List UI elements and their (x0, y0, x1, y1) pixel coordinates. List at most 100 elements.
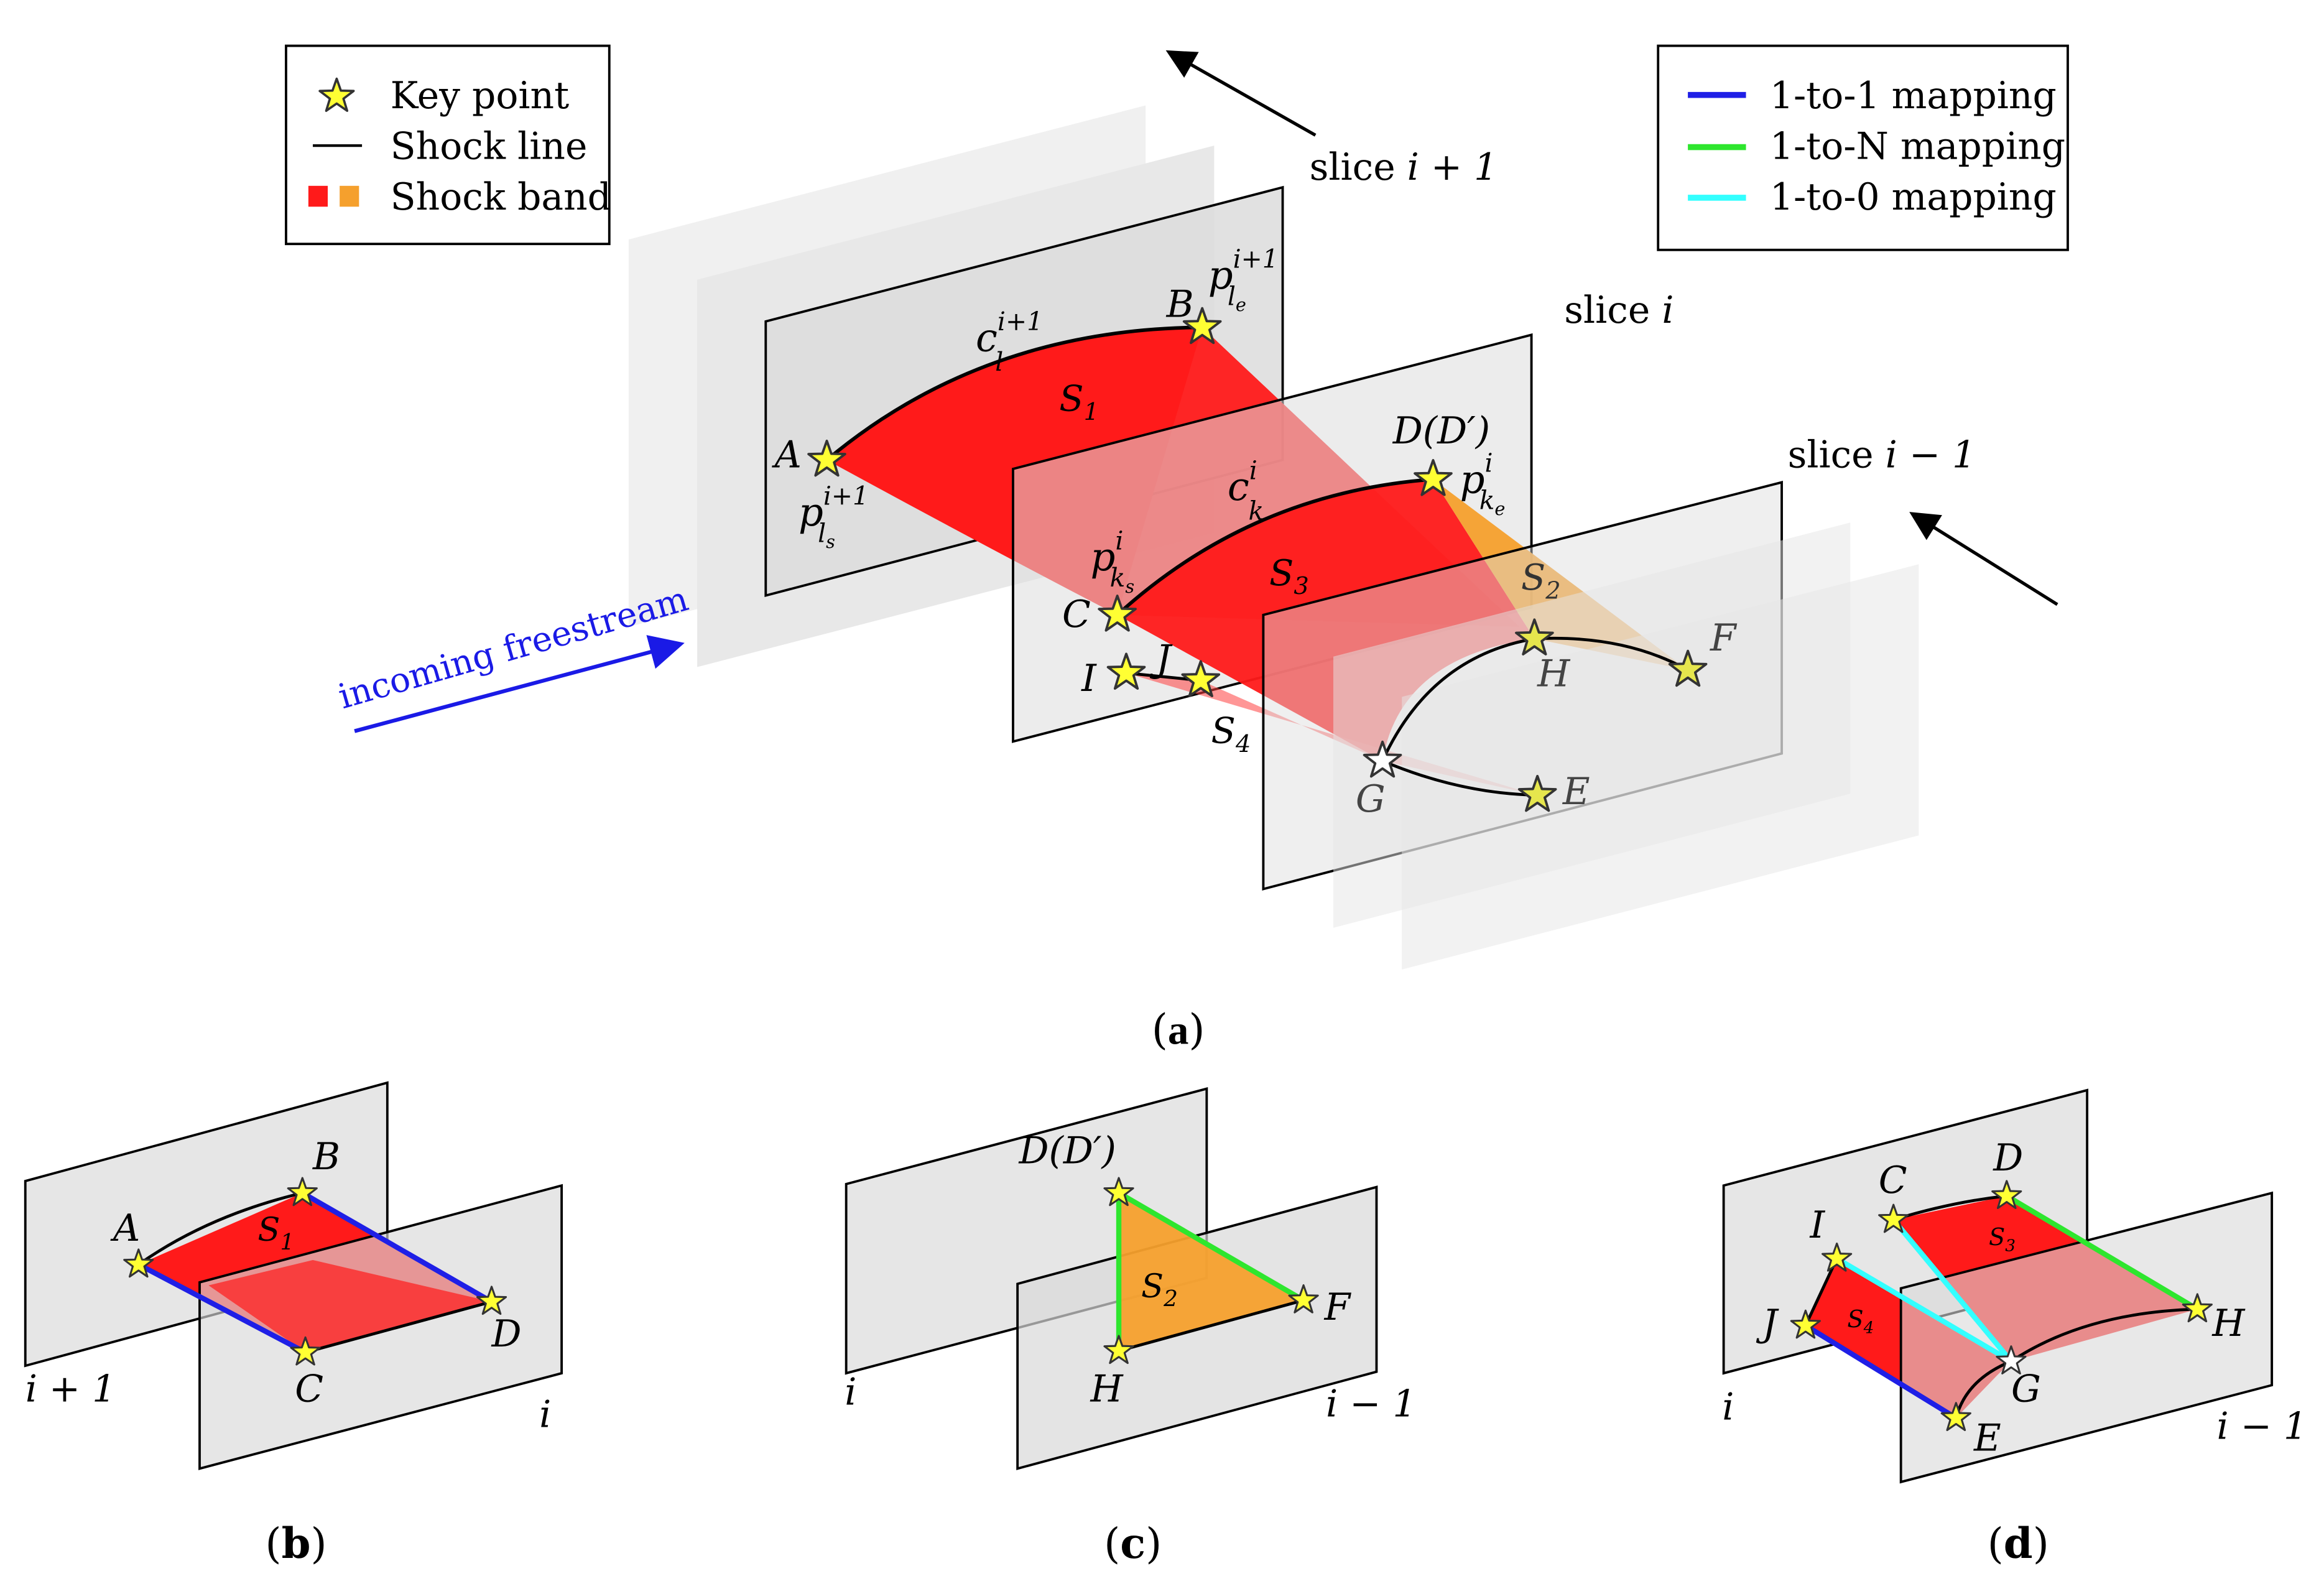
caption-a: (a) (1152, 1006, 1205, 1054)
freestream-label: incoming freestream (334, 578, 693, 716)
square-pair-icon (308, 185, 359, 207)
label-d: D(D′) (1392, 409, 1490, 453)
mapping-line-bd (301, 1190, 493, 1304)
point-label-p-le-base: p (1208, 253, 1233, 298)
caption-d-close: ) (2033, 1519, 2049, 1568)
band-label-s2-base: S (1521, 557, 1545, 598)
slice-label-b-front: i (539, 1393, 551, 1436)
slice-label-next-value: i + 1 (1407, 146, 1498, 189)
point-label-p-ks-subsub: s (1125, 576, 1134, 597)
point-label-p-ks-base: p (1091, 534, 1116, 580)
slice-label-prev-value: i − 1 (1886, 433, 1976, 477)
shock-line-g-e (1382, 759, 1538, 797)
panel-d: C D I J H G E S3 S4 i i − 1 (d) (1722, 1088, 2307, 1568)
shock-band-s1-b-front (208, 1259, 492, 1353)
band-label-s3: S3 (1269, 552, 1309, 600)
shock-line-gh-d (2010, 1307, 2198, 1363)
mapping-line-dh-d (2005, 1193, 2199, 1312)
point-label-p-ks-sup: i (1115, 526, 1123, 555)
caption-c-letter: c (1120, 1519, 1146, 1568)
shock-line-c-k (1116, 477, 1433, 616)
shock-line-c-l (825, 325, 1203, 461)
caption-d-open: ( (1988, 1519, 2004, 1568)
caption-d: (d) (1988, 1519, 2049, 1568)
curve-label-c-k-sub: k (1248, 496, 1264, 526)
curve-label-c-l-sub: l (995, 347, 1003, 377)
band-label-s3-d: S3 (1989, 1223, 2016, 1256)
label-d-b: D (491, 1312, 522, 1356)
slice-label-next-prefix: slice (1310, 146, 1407, 189)
label-b-b: B (312, 1135, 340, 1179)
band-label-s2: S2 (1521, 557, 1561, 605)
slice-label-current-prefix: slice (1564, 289, 1662, 332)
label-f: F (1710, 616, 1738, 660)
slice-label-current: slice i (1564, 289, 1674, 332)
band-label-s2-sub: 2 (1545, 577, 1560, 605)
label-c-d: C (1879, 1159, 1907, 1202)
red-square-icon (308, 185, 328, 207)
point-label-p-ks-sub: k (1110, 563, 1126, 593)
legend-item-shock-line: Shock line (391, 125, 588, 169)
label-c: C (1062, 593, 1091, 636)
slice-label-d-back: i (1722, 1385, 1734, 1429)
slice-label-next: slice i + 1 (1310, 146, 1498, 189)
caption-a-letter: a (1168, 1007, 1189, 1054)
band-label-s3-d-base: S (1989, 1223, 2005, 1251)
slice-label-c-front: i − 1 (1326, 1382, 1416, 1425)
slice-direction-arrow (1165, 50, 1317, 137)
legend-left: Key point Shock line Shock band (285, 44, 611, 246)
label-h-c: H (1090, 1368, 1124, 1411)
curve-label-c-k-base: c (1228, 464, 1249, 509)
panel-c: D(D′) F H S2 i i − 1 (c) (845, 1087, 1416, 1568)
band-label-s2-c-sub: 2 (1163, 1286, 1178, 1312)
shock-line-ij-d (1804, 1258, 1838, 1327)
point-label-p-le: pi+1 le (1208, 244, 1279, 315)
caption-c: (c) (1104, 1519, 1162, 1568)
curve-label-c-l-sup: i+1 (998, 307, 1043, 336)
mapping-line-cg (1891, 1218, 2014, 1363)
band-label-s1-b-sub: 1 (280, 1230, 295, 1255)
label-h: H (1537, 652, 1571, 696)
legend-item-1to0: 1-to-0 mapping (1770, 175, 2057, 219)
legend-item-shock-band: Shock band (391, 175, 611, 219)
slice-label-c-back: i (845, 1370, 856, 1414)
point-label-p-ls-sub: l (818, 518, 826, 548)
label-i-d: I (1810, 1203, 1826, 1247)
mapping-line-ig (1835, 1256, 2013, 1364)
caption-d-letter: d (2004, 1519, 2033, 1568)
point-label-p-ke-sup: i (1484, 448, 1493, 478)
band-label-s4-d-sub: 4 (1863, 1318, 1874, 1337)
label-b: B (1166, 283, 1194, 327)
label-i: I (1081, 657, 1097, 700)
shock-line-ab (137, 1191, 303, 1266)
caption-a-close: ) (1188, 1006, 1205, 1054)
point-label-p-ke-base: p (1460, 456, 1485, 502)
slice-label-current-value: i (1662, 289, 1674, 332)
legend-right: 1-to-1 mapping 1-to-N mapping 1-to-0 map… (1657, 44, 2069, 251)
point-label-p-le-sub: l (1228, 281, 1236, 311)
slice-plane-d-front (1899, 1191, 2274, 1484)
band-label-s1-b-base: S (257, 1211, 280, 1249)
legend-item-1to1: 1-to-1 mapping (1770, 74, 2057, 118)
point-label-p-le-subsub: e (1236, 294, 1246, 315)
label-h-d: H (2211, 1302, 2246, 1345)
band-label-s2-c-base: S (1141, 1267, 1164, 1305)
panel-b: A B C D S1 i + 1 i (b) (24, 1081, 563, 1568)
point-label-p-le-sup: i+1 (1233, 244, 1279, 274)
caption-c-open: ( (1104, 1519, 1120, 1568)
band-label-s4-sub: 4 (1235, 730, 1251, 758)
band-label-s4: S4 (1211, 710, 1251, 758)
band-label-s1-base: S (1059, 378, 1083, 420)
band-label-s3-sub: 3 (1294, 572, 1308, 600)
label-d-d: D (1993, 1136, 2023, 1180)
band-label-s1-sub: 1 (1084, 398, 1099, 426)
slice-label-b-back: i + 1 (25, 1368, 116, 1411)
shock-line-hf (1118, 1299, 1304, 1353)
label-e: E (1562, 770, 1590, 813)
label-g-d: G (2011, 1368, 2041, 1411)
caption-b: (b) (265, 1519, 326, 1568)
band-label-s4-base: S (1211, 710, 1236, 752)
